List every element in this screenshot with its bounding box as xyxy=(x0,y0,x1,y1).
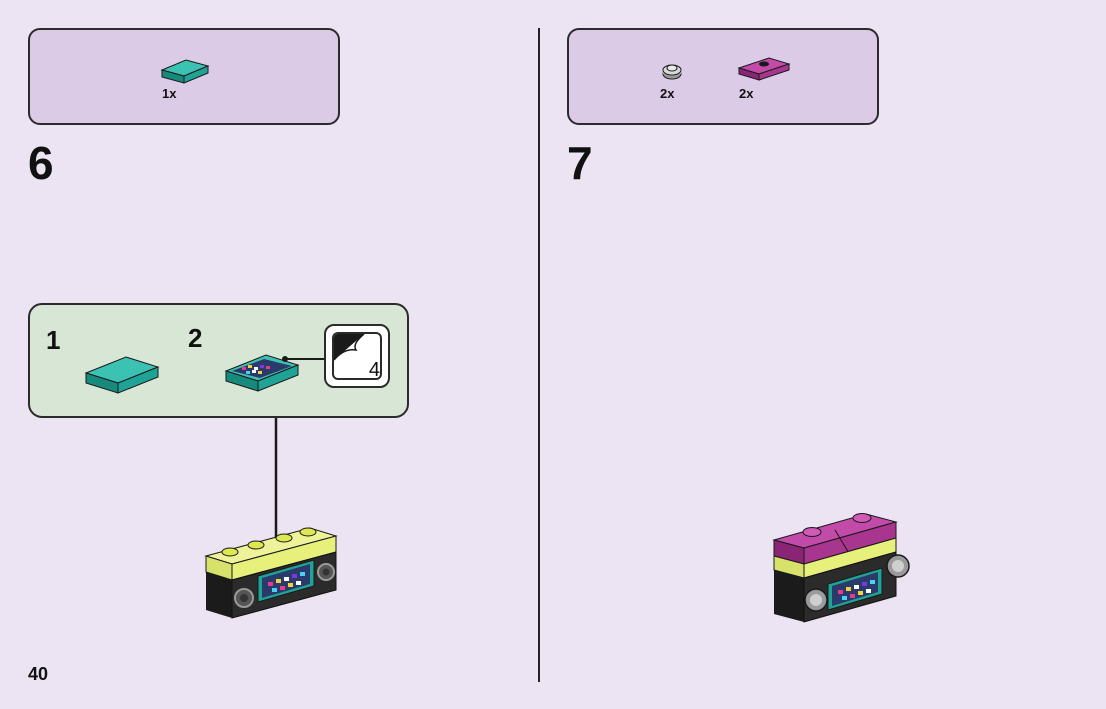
step7-model xyxy=(772,513,910,623)
step7-parts-box: 2x 2x xyxy=(567,28,879,125)
page-number: 40 xyxy=(28,664,49,684)
round-plate-icon xyxy=(662,64,682,80)
teal-tile-icon xyxy=(160,59,210,84)
sticker-number: 4 xyxy=(368,359,380,381)
step-number: 6 xyxy=(28,137,54,189)
substep-number: 2 xyxy=(188,323,203,353)
step6-parts-box: 1x xyxy=(28,28,340,125)
page-divider xyxy=(538,28,540,682)
step6-model xyxy=(204,527,338,619)
jumper-plate-icon xyxy=(737,57,791,81)
stickered-tile-icon xyxy=(224,354,300,392)
part-qty: 1x xyxy=(162,86,177,101)
teal-tile-icon xyxy=(84,356,160,394)
sticker-icon xyxy=(332,332,382,380)
substep-number: 1 xyxy=(46,325,61,355)
part-qty: 2x xyxy=(660,86,675,101)
sticker-indicator: 4 xyxy=(324,324,390,388)
part-qty: 2x xyxy=(739,86,754,101)
step-number: 7 xyxy=(567,137,593,189)
